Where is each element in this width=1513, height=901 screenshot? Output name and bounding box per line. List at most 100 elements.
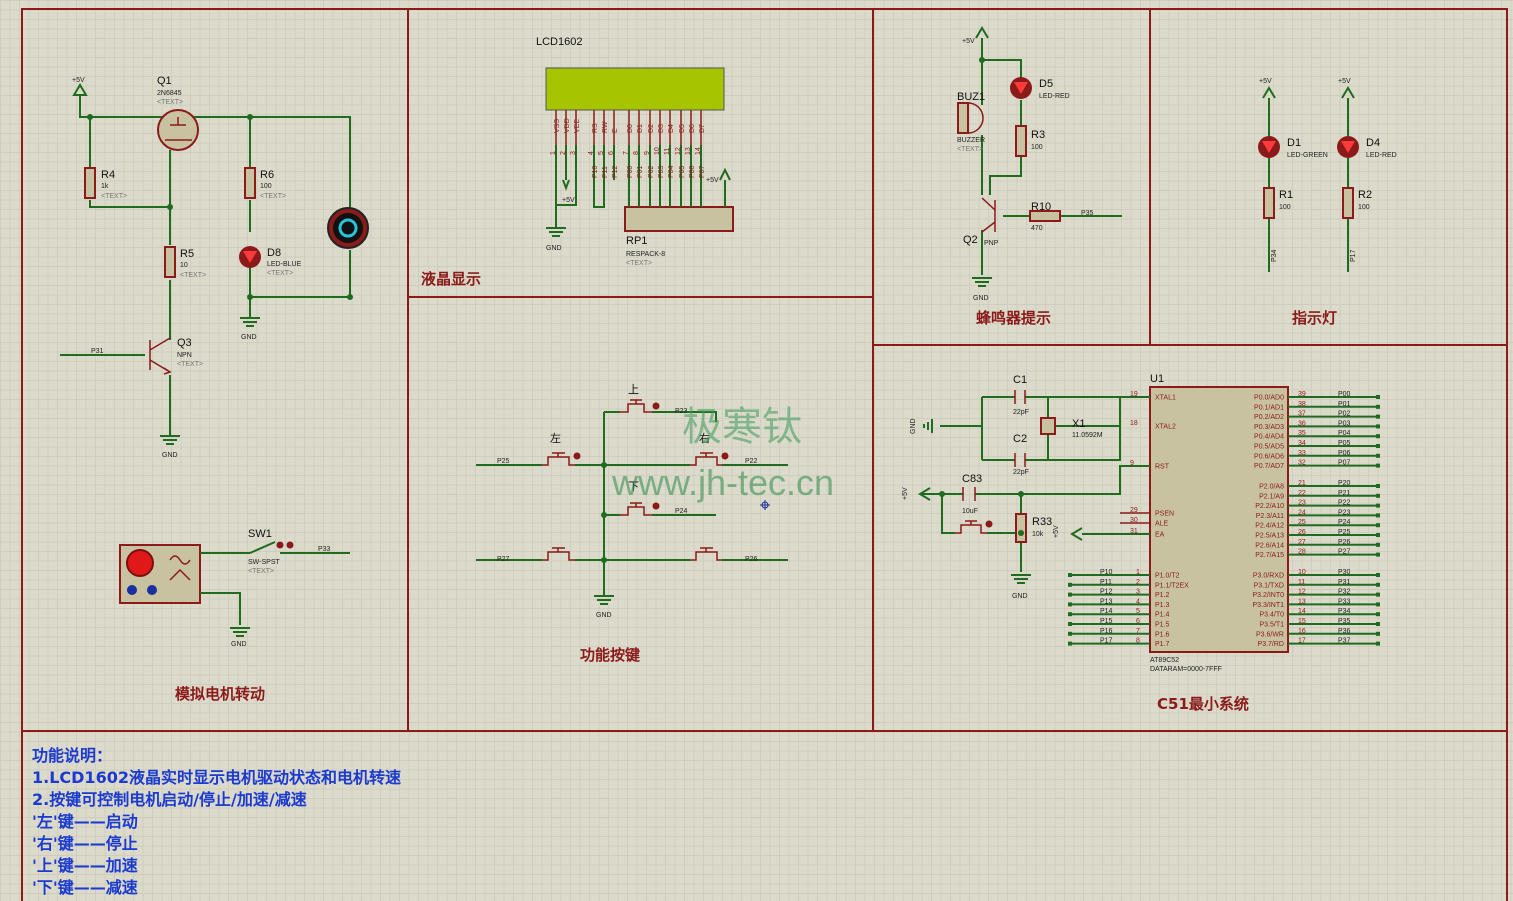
lcd-pin-name: E: [612, 128, 619, 133]
u1-pin-number: 39: [1298, 391, 1306, 398]
mcu-labels: C1 22pF C2 22pF X1 11.0592M GND C83 10uF…: [902, 373, 1222, 673]
u1-pin-number: 27: [1298, 539, 1306, 546]
key-left-label: 左: [550, 432, 561, 445]
svg-text:GND: GND: [910, 418, 917, 434]
u1-pin-number: 17: [1298, 638, 1306, 645]
u1-pin-number: 24: [1298, 509, 1306, 516]
lcd-pin-number: 7: [623, 151, 630, 155]
svg-text:P24: P24: [675, 508, 688, 515]
svg-text:<TEXT>: <TEXT>: [260, 193, 286, 200]
indicator-circuit: [1258, 86, 1359, 272]
lcd-pin-number: 1: [550, 151, 557, 155]
u1-net-label: P26: [1338, 539, 1351, 546]
svg-text:LED-GREEN: LED-GREEN: [1287, 152, 1328, 159]
u1-net-label: P17: [1100, 638, 1113, 645]
description-block: 功能说明： 1.LCD1602液晶实时显示电机驱动状态和电机转速 2.按键可控制…: [32, 746, 401, 897]
svg-text:+5V: +5V: [1338, 78, 1351, 85]
u1-net-label: P10: [1100, 569, 1113, 576]
net-terminal: [1068, 641, 1072, 646]
svg-text:NPN: NPN: [177, 352, 192, 359]
motor-circuit: [60, 83, 369, 637]
lcd-net-label: P03: [658, 165, 665, 178]
svg-text:10: 10: [180, 262, 188, 269]
svg-text:D1: D1: [1287, 137, 1301, 149]
section-frames: [21, 8, 1508, 901]
section-title-indicator: 指示灯: [1292, 309, 1337, 327]
u1-net-label: P14: [1100, 608, 1113, 615]
lcd-net-label: P02: [648, 165, 655, 178]
svg-text:10k: 10k: [1032, 531, 1044, 538]
u1-pin-name: P0.7/AD7: [1254, 463, 1284, 470]
lcd-net-label: P07: [699, 165, 706, 178]
lcd-pin-number: 11: [664, 148, 671, 155]
svg-text:P22: P22: [745, 458, 758, 465]
u1-pin-number: 31: [1130, 528, 1138, 535]
description-line: 1.LCD1602液晶实时显示电机驱动状态和电机转速: [32, 768, 401, 787]
svg-text:RP1: RP1: [626, 235, 647, 247]
u1-pin-name: P1.3: [1155, 602, 1170, 609]
u1-pin-name: P3.1/TXD: [1254, 582, 1284, 589]
svg-text:DATARAM=0000-7FFF: DATARAM=0000-7FFF: [1150, 666, 1222, 673]
svg-text:Q1: Q1: [157, 75, 172, 87]
svg-text:22pF: 22pF: [1013, 409, 1029, 416]
lcd-pin-name: D4: [668, 124, 675, 133]
svg-text:U1: U1: [1150, 373, 1164, 385]
lcd-net-label: P06: [689, 165, 696, 178]
svg-text:+5V: +5V: [1053, 525, 1060, 538]
net-terminal: [1376, 503, 1380, 508]
lcd-net-label: P11: [602, 166, 609, 178]
svg-text:R2: R2: [1358, 189, 1372, 201]
u1-pin-name: XTAL2: [1155, 424, 1176, 431]
u1-pin-name: P3.0/RXD: [1253, 573, 1284, 580]
u1-net-label: P00: [1338, 391, 1351, 398]
u1-net-label: P34: [1338, 608, 1351, 615]
u1-pin-number: 1: [1136, 569, 1140, 576]
description-line: '下'键——减速: [32, 878, 138, 897]
svg-text:GND: GND: [546, 245, 562, 252]
u1-pin-number: 13: [1298, 598, 1306, 605]
svg-text:P17: P17: [1350, 249, 1357, 262]
svg-text:P27: P27: [497, 556, 510, 563]
svg-text:GND: GND: [596, 612, 612, 619]
u1-pin-name: P2.3/A11: [1256, 513, 1284, 520]
u1-pin-number: 9: [1130, 460, 1134, 467]
svg-text:P31: P31: [91, 348, 104, 355]
lcd-title: LCD1602: [536, 36, 582, 48]
u1-pin-number: 6: [1136, 618, 1140, 625]
u1-net-label: P03: [1338, 420, 1351, 427]
svg-text:Q3: Q3: [177, 337, 192, 349]
lcd-net-label: P10: [592, 165, 599, 178]
lcd-pin-name: D0: [627, 124, 634, 133]
svg-text:LED-BLUE: LED-BLUE: [267, 261, 302, 268]
keys-labels: 上 左 右 下 P23 P25 P22 P24 P27 P26 GND: [497, 383, 758, 619]
u1-pin-number: 38: [1298, 401, 1306, 408]
net-terminal: [1376, 573, 1380, 577]
u1-pin-name: P3.5/T1: [1259, 622, 1284, 629]
svg-text:BUZZER: BUZZER: [957, 137, 985, 144]
svg-text:LED-RED: LED-RED: [1039, 93, 1070, 100]
u1-pin-name: P1.2: [1155, 592, 1170, 599]
u1-pin-number: 37: [1298, 411, 1306, 418]
lcd-pin-name: D6: [689, 124, 696, 133]
svg-text:BUZ1: BUZ1: [957, 91, 985, 103]
u1-pin-number: 29: [1130, 507, 1138, 514]
u1-pin-number: 30: [1130, 517, 1138, 524]
net-terminal: [1376, 523, 1380, 528]
u1-pin-number: 7: [1136, 628, 1140, 635]
net-terminal: [1376, 493, 1380, 498]
lcd-pins: VSS1VDD2VEE3RS4RW5E6D07D18D29D310D411D51…: [550, 110, 706, 207]
net-terminal: [1376, 612, 1380, 617]
u1-net-label: P13: [1100, 598, 1113, 605]
section-title-buzzer: 蜂鸣器提示: [976, 309, 1051, 327]
svg-text:<TEXT>: <TEXT>: [177, 361, 203, 368]
lcd-pin-number: 14: [695, 147, 702, 155]
u1-pin-name: EA: [1155, 532, 1165, 539]
svg-text:P23: P23: [675, 408, 688, 415]
svg-text:C83: C83: [962, 473, 982, 485]
u1-net-label: P21: [1338, 490, 1351, 497]
lcd-pin-name: D1: [637, 124, 644, 133]
svg-text:GND: GND: [973, 295, 989, 302]
svg-text:GND: GND: [241, 334, 257, 341]
